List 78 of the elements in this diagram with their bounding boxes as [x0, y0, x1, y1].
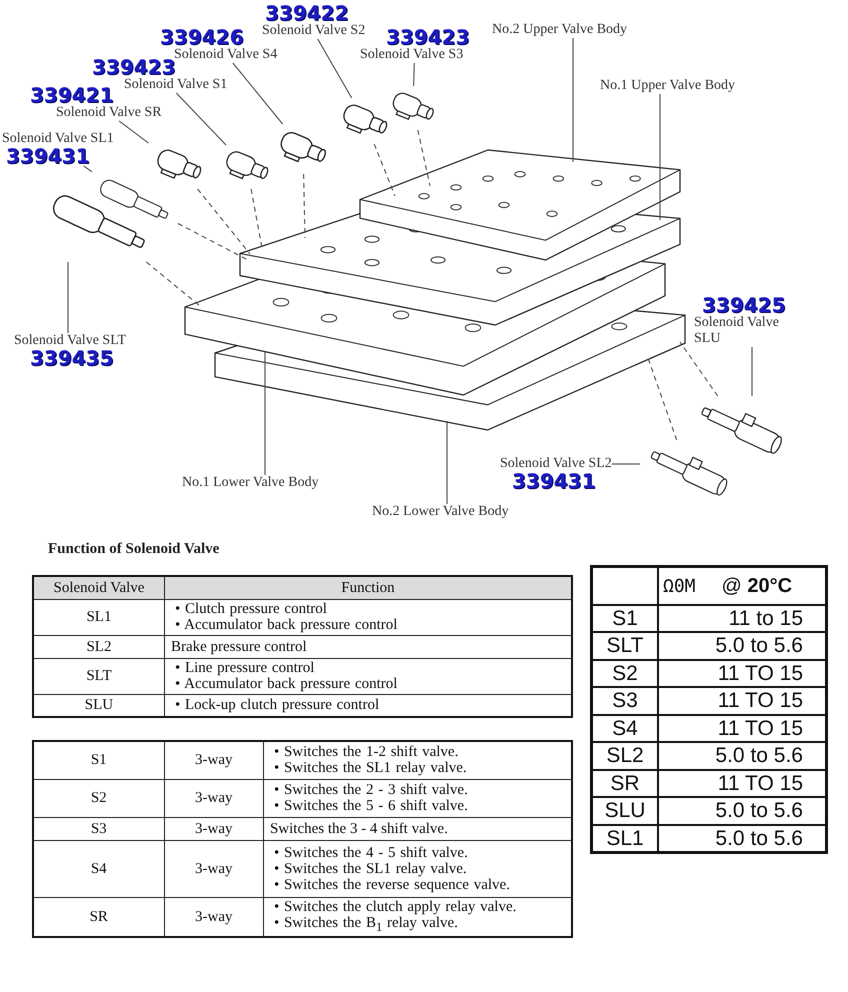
table-cell: S4	[33, 840, 164, 897]
table-cell: SLT	[33, 658, 164, 694]
temperature-label: @ 20°C	[722, 574, 792, 597]
bullet-item: • Switches the 5 - 6 shift valve.	[274, 798, 469, 814]
table-cell: S1	[592, 604, 658, 632]
part-label: Solenoid Valve S4	[174, 47, 278, 63]
table-cell: S4	[592, 714, 658, 742]
table-cell: S1	[33, 741, 164, 779]
part-label: Solenoid Valve S3	[360, 47, 464, 63]
leader-line	[83, 166, 92, 172]
part-label: Solenoid Valve S2	[262, 23, 366, 39]
part-label: No.1 Lower Valve Body	[182, 475, 319, 491]
bullet-item: • Switches the SL1 relay valve.	[274, 860, 468, 876]
bullet-item: • Switches the 4 - 5 shift valve.	[274, 844, 469, 860]
alignment-line	[197, 188, 250, 254]
table-cell: S3	[33, 817, 164, 840]
bullet-item: • Line pressure control	[174, 660, 316, 676]
alignment-line	[303, 174, 306, 238]
bullet-item: • Switches the reverse sequence valve.	[274, 876, 511, 892]
leader-line	[446, 420, 448, 504]
leader-line	[264, 352, 266, 476]
table-cell: SL1	[33, 599, 164, 635]
part-number: 339426	[160, 28, 244, 47]
table-cell: SLT	[592, 632, 658, 660]
leader-line	[572, 38, 574, 162]
alignment-line	[417, 130, 430, 186]
leader-line	[232, 62, 284, 124]
alignment-line	[648, 358, 678, 440]
bullet-item: • Accumulator back pressure control	[174, 617, 398, 633]
part-label: Solenoid Valve S1	[124, 77, 228, 93]
alignment-line	[374, 144, 396, 196]
column-header: Function	[164, 576, 572, 599]
bullet-item: • Switches the 2 - 3 shift valve.	[274, 782, 469, 798]
leader-line	[317, 38, 352, 98]
part-number: 339431	[512, 472, 596, 491]
table-cell: 3-way	[164, 741, 264, 779]
part-label: Solenoid Valve SR	[56, 105, 162, 121]
column-header: Solenoid Valve	[33, 576, 164, 599]
alignment-line	[680, 342, 718, 396]
part-label: No.1 Upper Valve Body	[600, 78, 736, 94]
leader-line	[118, 120, 149, 144]
leader-line	[176, 92, 226, 146]
bullet-item: • Switches the clutch apply relay valve.	[274, 898, 518, 914]
bullet-item: • Switches the B$_{1}$ relay valve.	[274, 914, 459, 934]
part-label: Solenoid Valve SLT	[14, 333, 126, 349]
bullet-item: • Switches the SL1 relay valve.	[274, 760, 468, 776]
bullet-item: • Clutch pressure control	[174, 601, 328, 617]
part-number: 339425	[702, 296, 786, 315]
table-cell: SL2	[33, 635, 164, 658]
part-label: Solenoid Valve SLU	[694, 315, 780, 347]
part-label: Solenoid Valve SL1	[2, 131, 114, 147]
table-cell: S2	[33, 779, 164, 817]
part-number: 339431	[6, 147, 90, 166]
bullet-item: • Lock-up clutch pressure control	[174, 697, 380, 714]
table-cell: 3-way	[164, 817, 264, 840]
alignment-line	[178, 223, 248, 260]
table-cell: S2	[592, 660, 658, 687]
bullet-item: • Accumulator back pressure control	[174, 676, 398, 692]
part-label: No.2 Upper Valve Body	[492, 22, 628, 38]
part-number: 339435	[30, 349, 114, 368]
part-number: 339421	[30, 86, 114, 105]
part-number: 339422	[265, 4, 348, 23]
table-title: Function of Solenoid Valve	[48, 541, 220, 558]
table-cell: SLU	[592, 797, 658, 824]
leader-line	[413, 62, 415, 86]
alignment-line	[250, 188, 262, 248]
table-cell: SR	[592, 770, 658, 797]
part-number: 339423	[386, 28, 470, 47]
part-label: Solenoid Valve SL2	[500, 456, 612, 472]
table-cell: S3	[592, 687, 658, 714]
part-number: 339423	[92, 58, 176, 77]
alignment-line	[146, 262, 200, 306]
unit-label: Ω0M	[663, 576, 696, 597]
part-label: No.2 Lower Valve Body	[372, 504, 509, 520]
bullet-item: • Switches the 1-2 shift valve.	[274, 744, 460, 760]
table-cell: 3-way	[164, 840, 264, 897]
table-cell: 3-way	[164, 779, 264, 817]
table-cell: SL2	[592, 742, 658, 770]
